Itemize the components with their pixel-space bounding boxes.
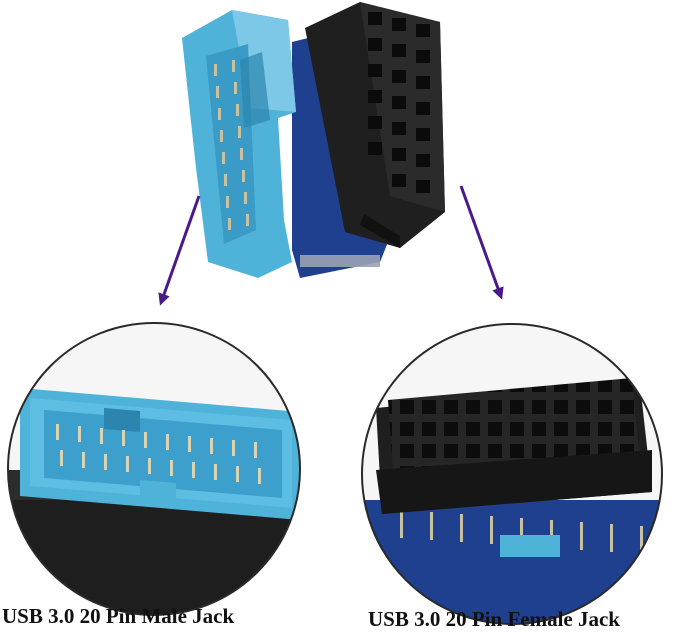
blue-header — [182, 10, 296, 278]
male-jack-caption: USB 3.0 20 Pin Male Jack — [2, 604, 235, 628]
purple-arrow-icon — [459, 185, 504, 300]
purple-arrow-icon — [158, 195, 201, 306]
female-jack-caption: USB 3.0 20 Pin Female Jack — [368, 607, 620, 631]
usb-adapter-photo — [182, 2, 445, 278]
male-header-closeup — [7, 322, 301, 616]
black-socket — [305, 2, 445, 248]
female-socket-closeup — [361, 323, 663, 625]
